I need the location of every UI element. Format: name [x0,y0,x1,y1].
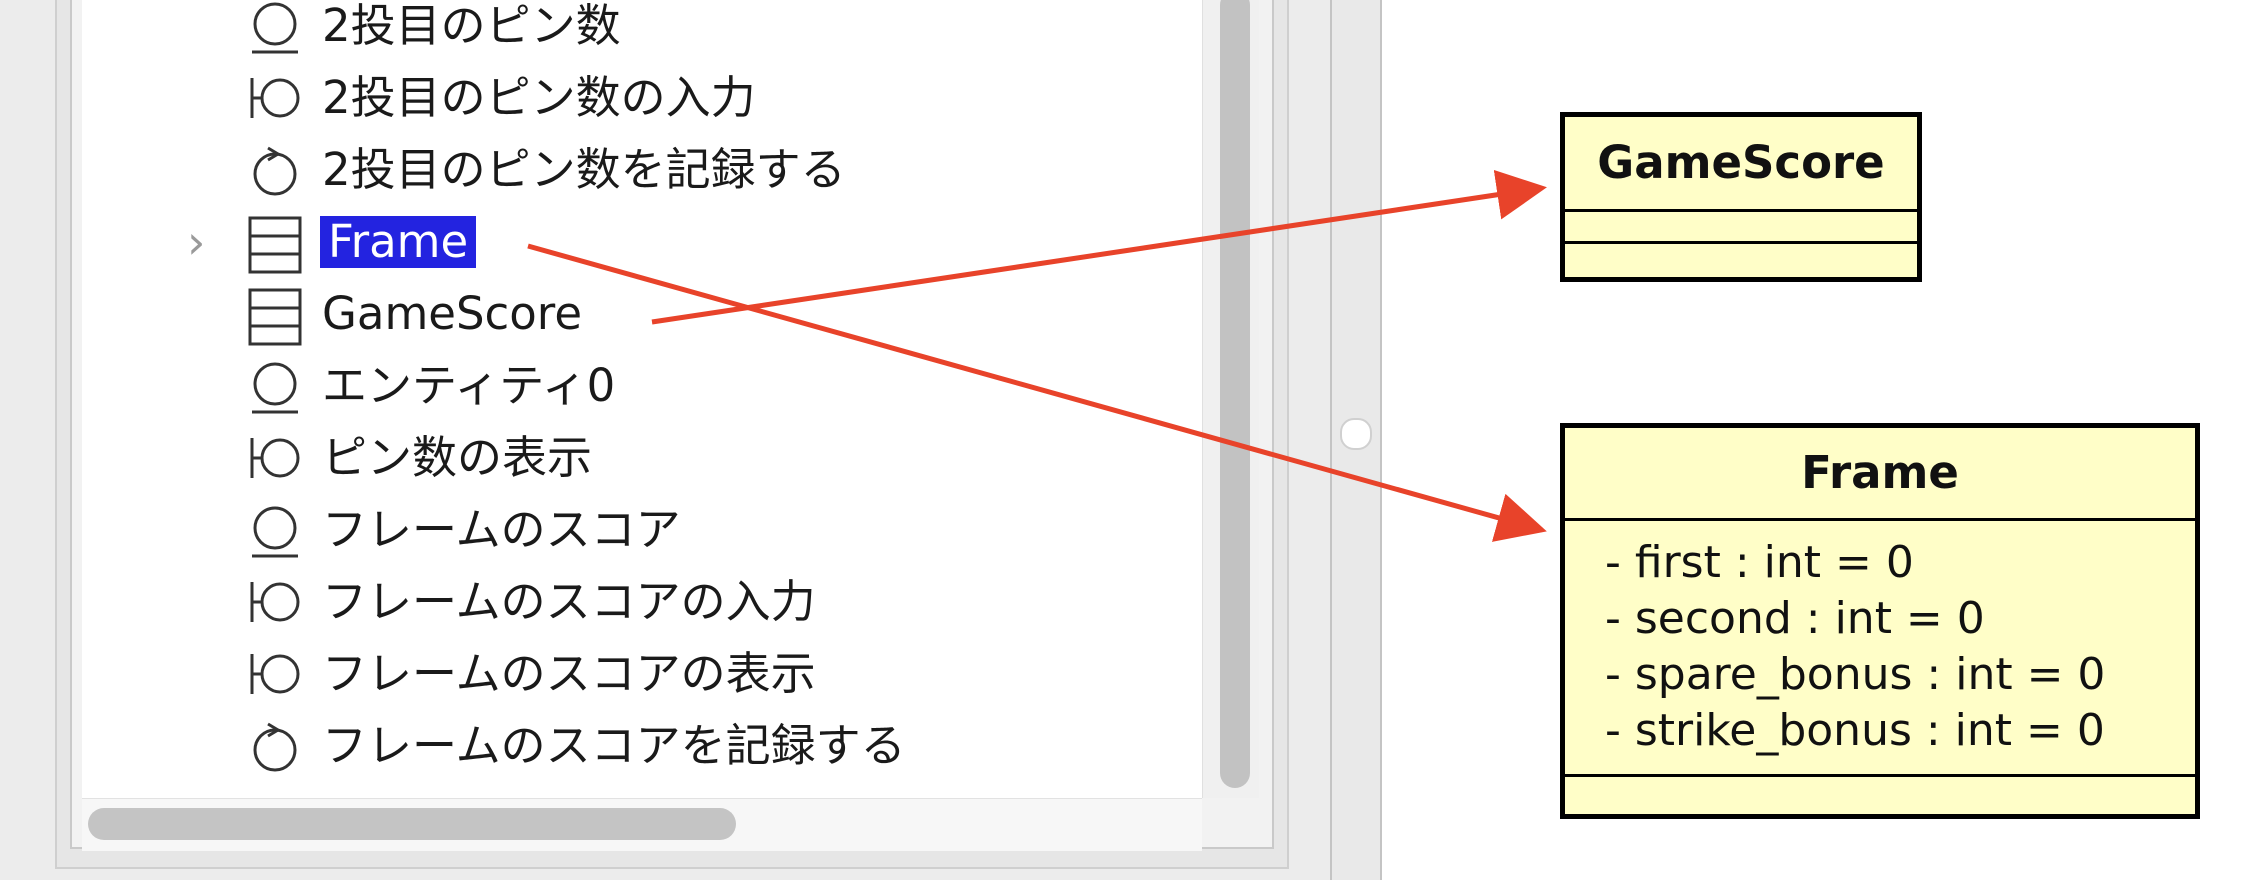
uml-class-gamescore[interactable]: GameScore [1560,112,1922,282]
tree-item-label: 2投目のピン数 [322,0,621,52]
tree-item-label: フレームのスコアの表示 [322,647,816,700]
tree-item-label: エンティティ0 [322,359,616,412]
boundary-icon [250,78,300,118]
uml-class-frame[interactable]: Frame - first : int = 0 - second : int =… [1560,423,2200,819]
tree-item-label-selected: Frame [320,216,477,268]
tree-item-label: フレームのスコアを記録する [322,719,906,772]
model-tree[interactable]: 2投目のピン数 2投目のピン数の入力 2投目のピン数を記録する › Frame [82,0,1202,798]
uml-attributes-compartment [1565,209,1917,241]
horizontal-scrollbar-thumb[interactable] [88,808,736,840]
tree-item-label: GameScore [322,287,583,340]
uml-attribute: - first : int = 0 [1605,537,1914,588]
boundary-icon [250,438,300,478]
tree-item-entity-frame-score[interactable]: フレームのスコア [82,494,1182,566]
class-icon [248,288,302,346]
tree-item-entity-0[interactable]: エンティティ0 [82,350,1182,422]
uml-class-name: GameScore [1597,136,1885,189]
vertical-scrollbar-thumb[interactable] [1220,0,1250,788]
splitter-handle[interactable] [1340,418,1372,450]
uml-attribute: - strike_bonus : int = 0 [1605,705,2105,756]
tree-item-boundary-2nd-pins-input[interactable]: 2投目のピン数の入力 [82,62,1182,134]
tree-item-control-2nd-pins-record[interactable]: 2投目のピン数を記録する [82,134,1182,206]
control-icon [253,146,297,196]
class-icon [248,216,302,274]
boundary-icon [250,654,300,694]
boundary-icon [250,582,300,622]
tree-item-boundary-frame-score-display[interactable]: フレームのスコアの表示 [82,638,1182,710]
tree-item-class-gamescore[interactable]: GameScore [82,278,1182,350]
tree-item-boundary-pins-display[interactable]: ピン数の表示 [82,422,1182,494]
entity-icon [252,506,298,558]
tree-item-control-frame-score-record[interactable]: フレームのスコアを記録する [82,710,1182,782]
uml-class-name: Frame [1801,446,1959,499]
tree-item-label: 2投目のピン数を記録する [322,143,846,196]
uml-operations-compartment [1565,241,1917,277]
tree-item-label: フレームのスコア [322,503,681,556]
uml-operations-compartment [1565,774,2195,814]
arrow-gamescore-to-class [651,169,1547,325]
uml-attribute: - spare_bonus : int = 0 [1605,649,2106,700]
uml-attribute: - second : int = 0 [1605,593,1985,644]
uml-attributes-compartment: - first : int = 0 - second : int = 0 - s… [1565,518,2195,774]
tree-item-label: フレームのスコアの入力 [322,575,816,628]
arrow-frame-to-class [527,243,1547,542]
tree-item-label: ピン数の表示 [322,431,593,484]
tree-item-entity-2nd-pins[interactable]: 2投目のピン数 [82,0,1182,62]
tree-item-class-frame[interactable]: › Frame [82,206,1182,278]
control-icon [253,722,297,772]
tree-item-label: 2投目のピン数の入力 [322,71,756,124]
chevron-right-icon[interactable]: › [187,215,206,269]
entity-icon [252,2,298,54]
tree-item-boundary-frame-score-input[interactable]: フレームのスコアの入力 [82,566,1182,638]
entity-icon [252,362,298,414]
